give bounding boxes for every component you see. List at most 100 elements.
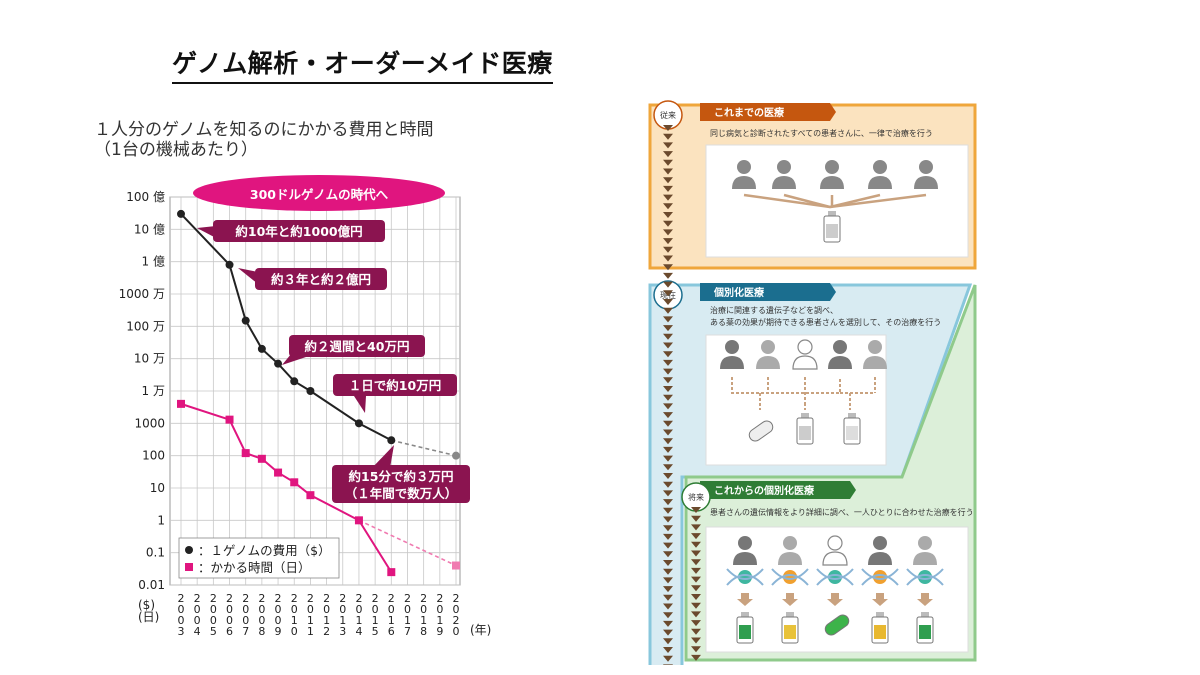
y-unit-time-label: (日): [138, 610, 159, 624]
dna-helix-icon: [906, 568, 944, 586]
x-tick-label: 0: [178, 614, 185, 627]
x-tick-label: 0: [291, 603, 298, 616]
x-tick-label: 7: [242, 625, 249, 638]
selection-dashed-lines: [731, 377, 876, 403]
timeline-arrow-icon: [663, 159, 673, 166]
data-point: [274, 359, 283, 368]
person-icon: [756, 340, 780, 369]
future-iv-bag-icon-cap: [786, 612, 794, 617]
timeline-arrow-icon: [663, 133, 673, 140]
person-head: [873, 160, 887, 174]
person-head: [761, 340, 775, 354]
timeline-arrow-icon: [663, 551, 673, 558]
down-arrow-icon: [872, 593, 888, 606]
arrow-line: [743, 193, 831, 209]
x-tick-label: 2: [372, 592, 379, 605]
data-point: [241, 316, 250, 325]
x-tick-label: 5: [210, 625, 217, 638]
x-tick-label: 2: [323, 592, 330, 605]
person-head: [833, 340, 847, 354]
timeline-arrow-icon: [691, 550, 701, 557]
data-point: [274, 468, 283, 477]
x-tick-label: 0: [307, 603, 314, 616]
x-tick-label: 2: [388, 592, 395, 605]
y-tick-label: 100: [142, 449, 165, 463]
timeline-arrow-icon: [663, 655, 673, 662]
timeline-arrow-icon: [663, 185, 673, 192]
timeline-arrow-icon: [663, 368, 673, 375]
timeline-arrow-icon: [663, 177, 673, 184]
person-body: [778, 552, 802, 565]
person-body: [733, 552, 757, 565]
x-tick-label: 4: [355, 625, 362, 638]
timeline-arrow-icon: [663, 568, 673, 575]
data-point: [306, 387, 315, 395]
x-tick-label: 5: [372, 625, 379, 638]
person-icon: [792, 339, 818, 370]
person-icon: [820, 160, 844, 189]
data-point: [225, 415, 234, 424]
now-iv-bag-icon-label: [846, 426, 858, 440]
x-tick-label: 2: [258, 592, 265, 605]
x-tick-label: 0: [178, 603, 185, 616]
person-body: [868, 552, 892, 565]
timeline-arrow-icon: [663, 629, 673, 636]
person-head: [919, 160, 933, 174]
data-point: [290, 478, 299, 487]
legend: [178, 537, 340, 579]
timeline-arrow-icon: [663, 290, 673, 297]
x-tick-label: 6: [388, 625, 395, 638]
x-tick-label: 0: [275, 603, 282, 616]
arrow-line: [783, 193, 831, 209]
now-desc-line2: ある薬の効果が期待できる患者さんを選別して、その治療を行う: [710, 317, 941, 327]
person-body: [913, 552, 937, 565]
x-tick-label: 0: [388, 603, 395, 616]
data-point: [177, 209, 185, 218]
x-tick-label: 1: [388, 614, 395, 627]
data-point: [177, 399, 185, 408]
future-iv-bag-icon-label: [784, 625, 796, 639]
x-tick-label: 0: [258, 614, 265, 627]
down-arrow-icon: [737, 593, 753, 606]
x-tick-label: 2: [404, 592, 411, 605]
timeline-arrow-icon: [663, 351, 673, 358]
timeline-arrow-icon: [691, 559, 701, 566]
timeline-arrow-icon: [663, 664, 673, 665]
timeline-arrow-icon: [663, 612, 673, 619]
callout-15min-pointer: [372, 445, 394, 468]
timeline-arrow-icon: [663, 647, 673, 653]
x-tick-label: 0: [420, 603, 427, 616]
timeline-arrow-icon: [691, 628, 701, 635]
future-iv-bag-2-icon-label: [919, 625, 931, 639]
person-icon: [772, 160, 796, 189]
dna-helix-icon: [861, 568, 899, 586]
projection-line: [358, 519, 457, 567]
timeline-arrow-icon: [691, 611, 701, 618]
x-tick-label: 0: [210, 614, 217, 627]
person-body: [914, 176, 938, 189]
person-icon: [778, 536, 802, 565]
timeline-arrow-icon: [691, 594, 701, 600]
arrow-line: [829, 193, 927, 209]
dna-star-icon: [783, 570, 797, 584]
data-point: [387, 568, 396, 577]
timeline-arrow-icon: [691, 533, 701, 540]
x-tick-label: 2: [420, 592, 427, 605]
era-banner: [193, 175, 445, 211]
timeline-arrow-icon: [663, 533, 673, 540]
timeline-arrow-icon: [663, 299, 673, 305]
data-point: [290, 377, 299, 386]
person-body: [822, 551, 848, 566]
person-body: [772, 176, 796, 189]
callout-15min-box: [332, 465, 470, 503]
timeline-arrow-icon: [663, 125, 673, 131]
capsule-icon: [748, 420, 774, 442]
x-tick-label: 0: [226, 614, 233, 627]
selection-dashed-lines: [759, 393, 851, 410]
timeline-arrow-icon: [663, 194, 673, 201]
person-icon: [828, 340, 852, 369]
person-icon: [732, 160, 756, 189]
person-head: [918, 536, 932, 550]
timeline-arrow-icon: [691, 602, 701, 609]
callout-3yr-pointer: [238, 268, 258, 284]
